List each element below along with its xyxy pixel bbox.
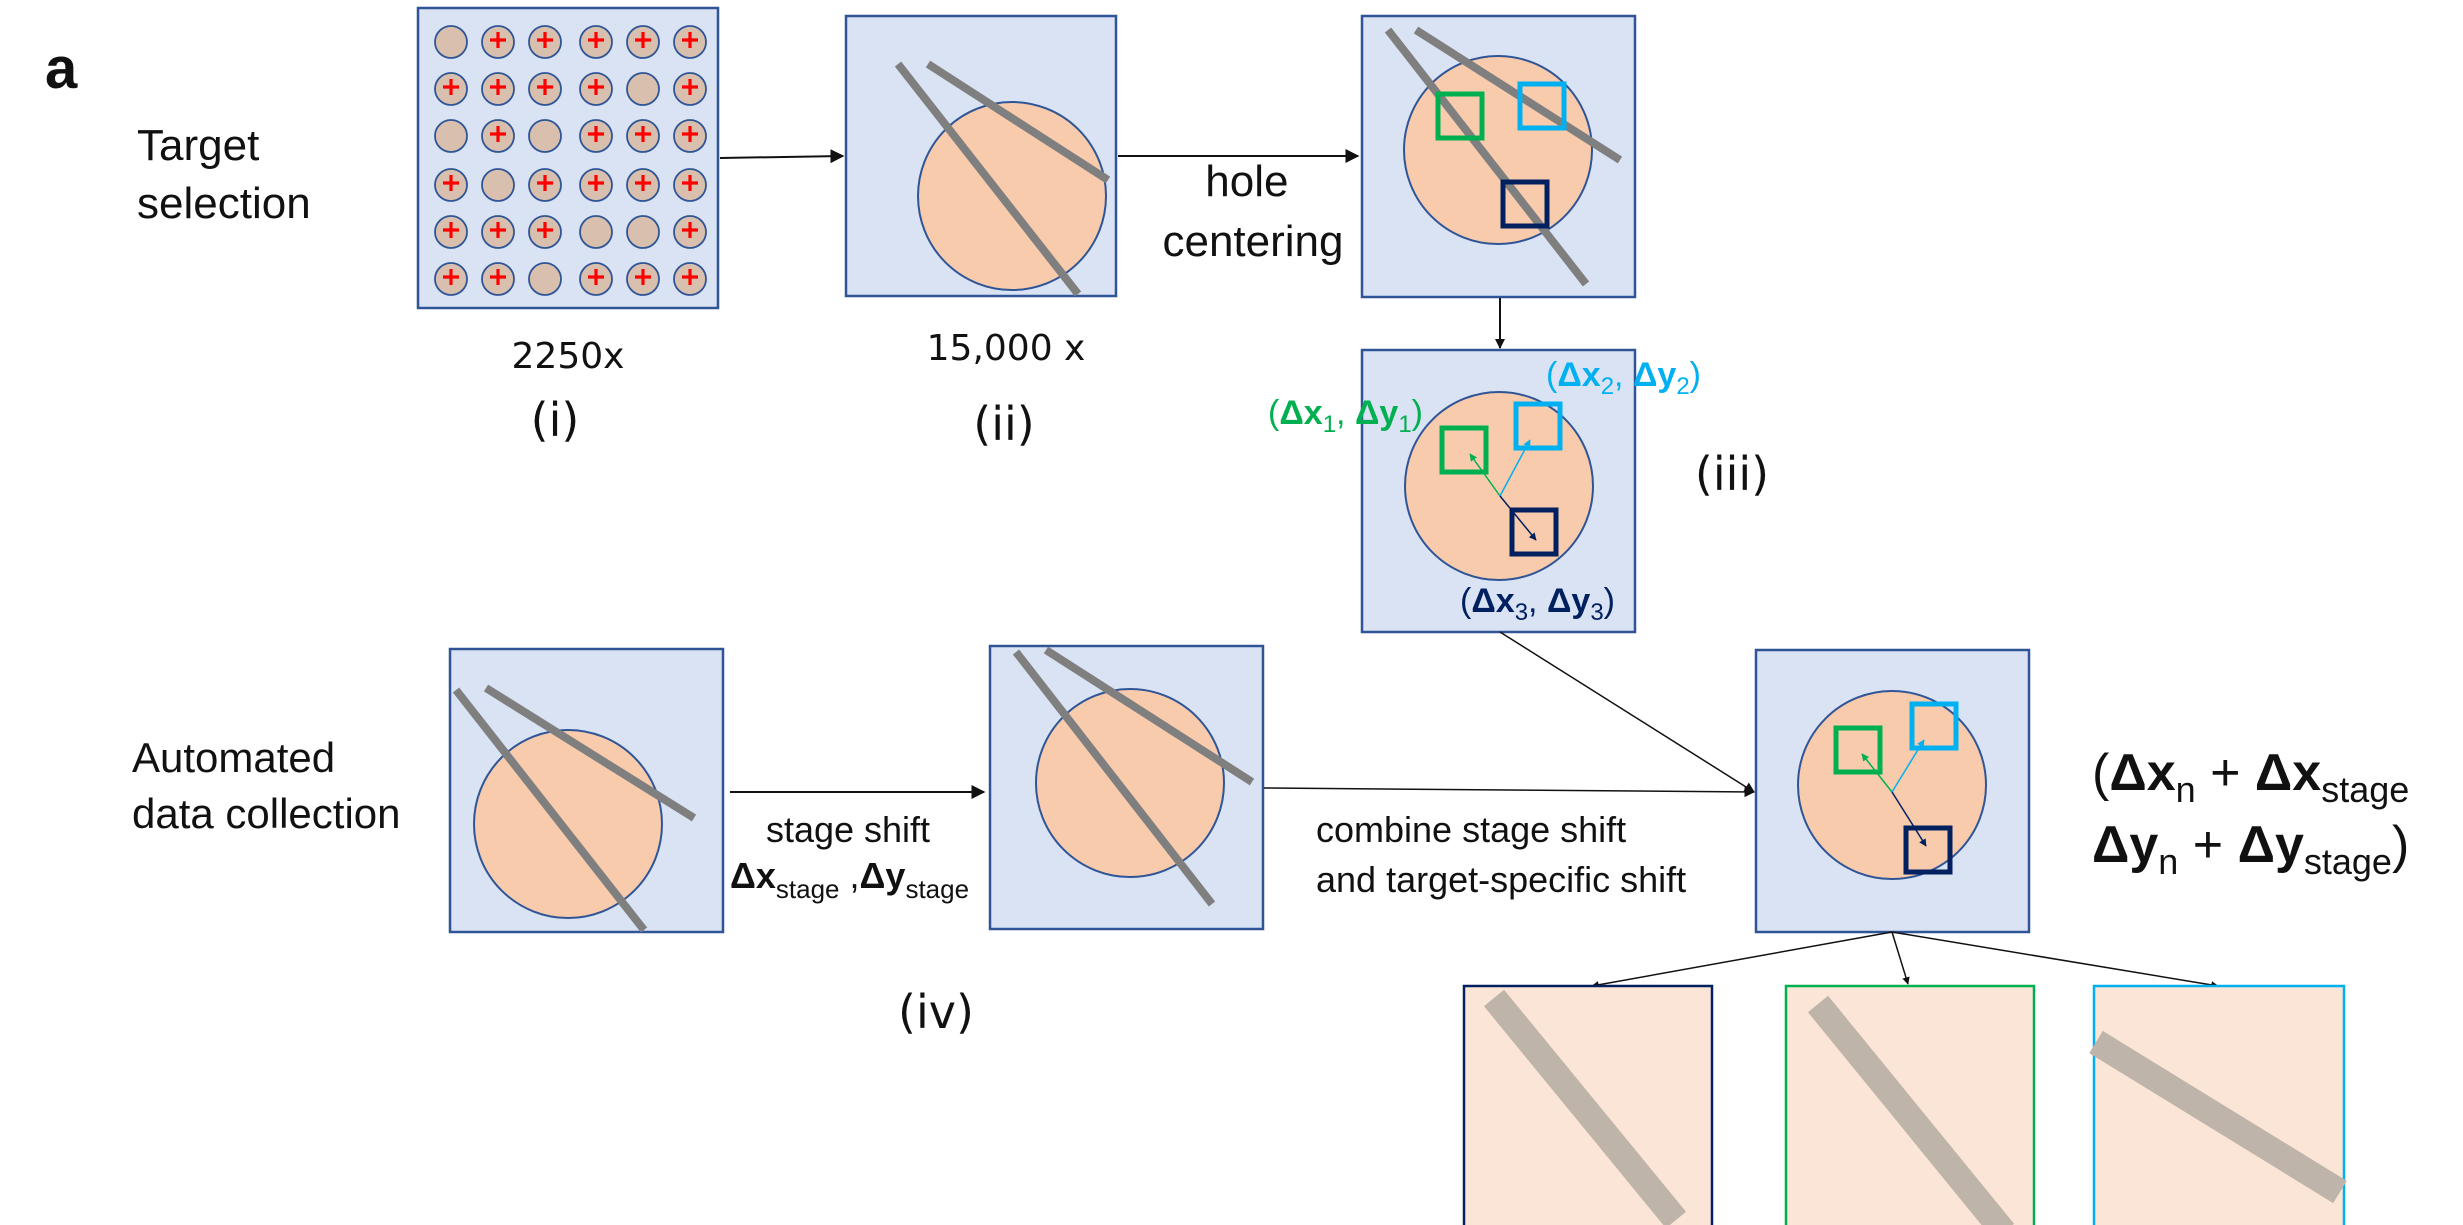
arrow-i-to-ii (719, 149, 845, 164)
target-mark-icon (537, 79, 553, 95)
image-green-target (1784, 984, 2036, 1225)
step-label-i: (i) (531, 393, 580, 447)
step-label-iv: (iv) (898, 985, 974, 1039)
magnification-i: 2250x (512, 336, 625, 377)
grid-hole (528, 262, 562, 296)
target-mark-icon (635, 175, 651, 191)
target-mark-icon (588, 126, 604, 142)
target-mark-icon (588, 79, 604, 95)
step-label-ii: (ii) (973, 397, 1034, 451)
target-mark-icon (537, 222, 553, 238)
hole-panel-iii-shifts (1360, 348, 1637, 634)
shift-label-navy: (Δx3, Δy3) (1460, 582, 1615, 626)
target-mark-icon (443, 79, 459, 95)
hole-centering-label: hole centering (1162, 157, 1343, 266)
image-navy-target (1462, 984, 1714, 1225)
hole-panel-iv-shifted (988, 644, 1265, 931)
grid-hole (434, 25, 468, 59)
grid-hole (528, 119, 562, 153)
target-mark-icon (682, 269, 698, 285)
grid-hole (434, 119, 468, 153)
magnification-ii: 15,000 x (927, 328, 1086, 369)
grid-hole (579, 215, 613, 249)
final-square-navy (1903, 825, 1953, 875)
target-mark-icon (682, 126, 698, 142)
target-mark-icon (682, 32, 698, 48)
target-mark-icon (443, 222, 459, 238)
arrow-to-image-navy (1591, 931, 1893, 989)
formula-line-1: (Δxn + Δxstage (2092, 744, 2409, 810)
final-square-green (1833, 725, 1883, 775)
hole-panel-ii (844, 14, 1118, 298)
target-mark-icon (682, 222, 698, 238)
arrow-to-image-blue (1891, 931, 2219, 989)
target-mark-icon (635, 32, 651, 48)
stage-shift-label: stage shift (766, 809, 930, 850)
atlas-grid-panel (416, 6, 720, 310)
hole-panel-final (1754, 648, 2031, 934)
shift-square-green (1439, 425, 1489, 475)
target-mark-icon (490, 269, 506, 285)
target-mark-icon (490, 222, 506, 238)
target-mark-icon (443, 269, 459, 285)
hole-panel-iv-start (448, 647, 725, 934)
stage-shift-deltas: Δxstage ,Δystage (730, 855, 969, 904)
combine-label: combine stage shift and target-specific … (1316, 809, 1686, 900)
target-mark-icon (490, 79, 506, 95)
grid-hole (481, 168, 515, 202)
target-square-blue (1517, 81, 1567, 131)
target-mark-icon (588, 175, 604, 191)
image-blue-target (2089, 984, 2347, 1225)
shift-square-navy (1509, 507, 1559, 557)
target-mark-icon (490, 126, 506, 142)
arrow-iii-to-final (1499, 631, 1755, 793)
target-mark-icon (635, 269, 651, 285)
arrow-combine (1263, 786, 1756, 798)
formula-line-2: Δyn + Δystage) (2092, 816, 2409, 882)
target-mark-icon (588, 269, 604, 285)
grid-hole (626, 72, 660, 106)
arrow-to-image-green (1891, 931, 1910, 985)
step-label-iii: (iii) (1695, 447, 1769, 501)
target-mark-icon (635, 126, 651, 142)
target-square-navy (1500, 179, 1550, 229)
final-square-blue (1909, 701, 1959, 751)
section-label-target-selection: Target selection (137, 121, 311, 228)
target-mark-icon (588, 32, 604, 48)
target-mark-icon (490, 32, 506, 48)
target-square-green (1435, 91, 1485, 141)
target-mark-icon (537, 32, 553, 48)
shift-label-blue: (Δx2, Δy2) (1546, 356, 1701, 400)
hole-panel-iii-top (1360, 14, 1637, 299)
section-label-automated: Automated data collection (132, 734, 401, 837)
grid-holes (434, 25, 707, 296)
panel-label: a (45, 36, 78, 101)
target-mark-icon (682, 79, 698, 95)
target-mark-icon (682, 175, 698, 191)
target-mark-icon (443, 175, 459, 191)
shift-square-blue (1513, 401, 1563, 451)
target-mark-icon (537, 175, 553, 191)
shift-label-green: (Δx1, Δy1) (1268, 394, 1423, 438)
grid-hole (626, 215, 660, 249)
